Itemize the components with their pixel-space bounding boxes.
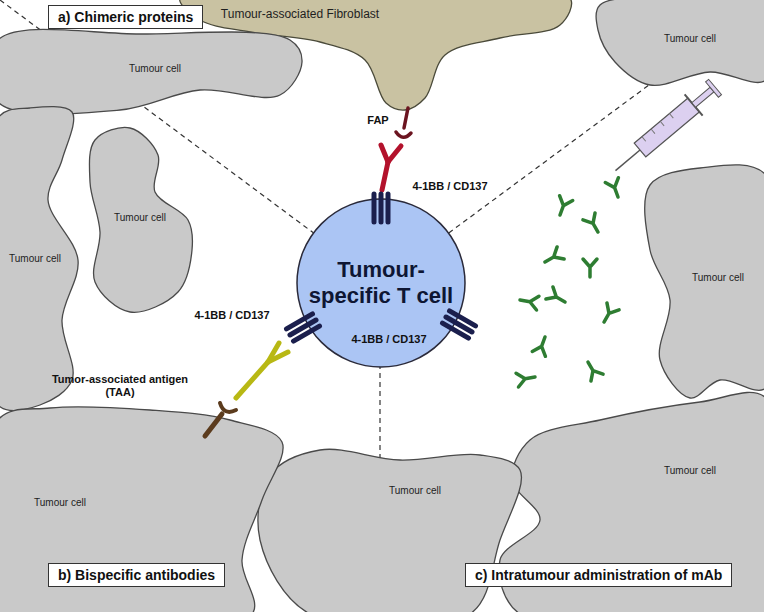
antigen-label: Tumor-associated antigen (TAA): [45, 373, 195, 399]
cell-label: Tumour cell: [9, 253, 61, 264]
antibody: [516, 370, 536, 387]
section-title: b) Bispecific antibodies: [58, 567, 215, 583]
tumour-antigen: [205, 403, 236, 436]
antibody: [553, 196, 572, 218]
receptor-bar: [294, 326, 320, 341]
section-title: c) Intratumour administration of mAb: [475, 567, 722, 583]
syringe-barrel: [634, 98, 699, 157]
cell-label: Tumour cell: [692, 272, 744, 283]
receptor-label: 4-1BB / CD137: [194, 309, 269, 322]
syringe-plunger: [692, 87, 714, 107]
protein-arm: [388, 146, 401, 162]
antibody-stem: [236, 362, 268, 398]
receptor-bar: [372, 194, 377, 222]
antibody: [582, 359, 603, 382]
antigen-label: FAP: [367, 114, 388, 127]
section-label: c) Intratumour administration of mAb: [465, 563, 732, 587]
tumour-cell: Tumour cell: [586, 0, 764, 97]
syringe-tick: [669, 114, 673, 119]
fap-receptor: [396, 108, 411, 137]
tumour-cell-shape: [258, 449, 522, 612]
tumour-cell: Tumour cell: [0, 96, 90, 417]
antigen-stalk: [205, 414, 222, 436]
syringe-thumb: [706, 79, 722, 97]
syringe-tick: [660, 121, 664, 126]
receptor-bar: [386, 194, 391, 222]
cell-label: Tumour cell: [114, 212, 166, 223]
antibody: [605, 178, 624, 200]
antibody: [542, 247, 565, 268]
receptor-4-1bb: [443, 311, 476, 338]
tumour-cell: Tumour cell: [78, 116, 204, 324]
chimeric-protein: [381, 145, 401, 190]
section-title: a) Chimeric proteins: [58, 9, 193, 25]
receptor-4-1bb: [287, 314, 320, 341]
tumour-cell-shape: [0, 107, 78, 411]
antibody: [583, 213, 604, 236]
section-label: b) Bispecific antibodies: [48, 563, 225, 587]
antibody: [583, 259, 597, 277]
antigen-cup: [220, 403, 236, 412]
cell-label: Tumour-associated Fibroblast: [221, 7, 379, 21]
tumour-cell-outline: [638, 156, 764, 410]
antibody-cloud: [516, 178, 625, 387]
syringe: [606, 76, 724, 181]
receptor-bar: [443, 323, 469, 338]
cell-label: Tumour cell: [664, 465, 716, 476]
tumour-cell-shape: [89, 127, 192, 312]
syringe-tick: [642, 137, 646, 142]
antibody: [546, 287, 569, 308]
tumour-cell-shape: [0, 29, 302, 114]
fap-stalk: [404, 108, 408, 128]
tumour-cell-shape: [0, 407, 283, 612]
tumour-cell-outline: [586, 0, 764, 97]
syringe-needle: [615, 150, 640, 171]
syringe-tick: [651, 129, 655, 134]
antibody: [598, 303, 619, 326]
receptor-label: 4-1BB / CD137: [351, 333, 426, 346]
receptor-label: 4-1BB / CD137: [412, 180, 487, 193]
cell-label: Tumour cell: [664, 33, 716, 44]
fap-cup: [396, 132, 411, 137]
cell-label: Tumour cell: [34, 497, 86, 508]
receptor-bar: [379, 194, 384, 222]
antibody-arm: [268, 352, 288, 362]
cell-label: Tumour cell: [129, 63, 181, 74]
protein-stem: [382, 162, 388, 190]
cell-title: Tumour-specific T cell: [301, 257, 461, 310]
cell-label: Tumour cell: [389, 485, 441, 496]
antibody: [519, 293, 539, 310]
bispecific-antibody: [236, 343, 288, 398]
section-label: a) Chimeric proteins: [48, 5, 203, 29]
receptor-4-1bb: [374, 194, 388, 222]
tumour-cell-shape: [596, 0, 764, 85]
antibody: [532, 335, 551, 357]
tumour-cell: Tumour cell: [638, 156, 764, 410]
tumour-cell-shape: [645, 165, 764, 398]
